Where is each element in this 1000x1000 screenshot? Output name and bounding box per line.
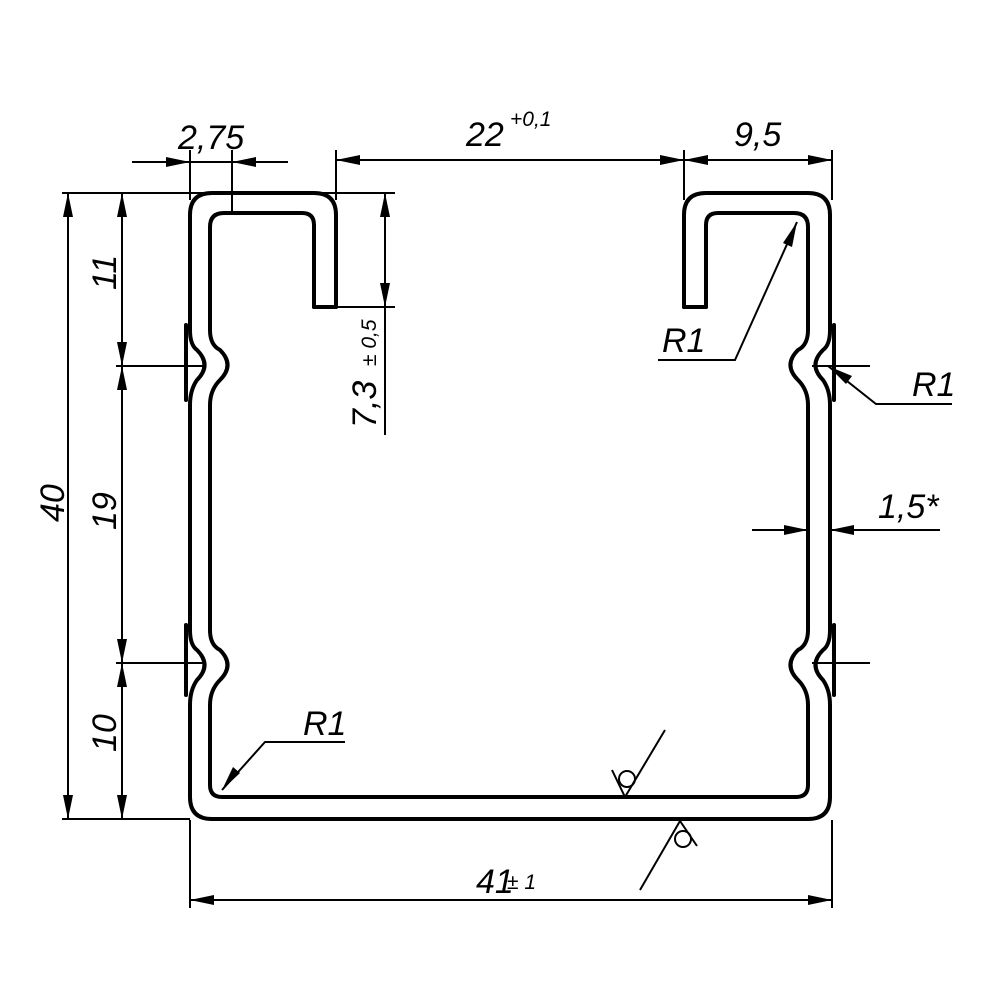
label-radius-top-right: R1 xyxy=(662,322,705,360)
dim-segments: 11 19 10 xyxy=(86,193,127,819)
label-thickness: 1,5* xyxy=(878,488,940,526)
dim-flange-width: 2,75 xyxy=(132,119,288,167)
dim-total-width: 41 ± 1 xyxy=(190,863,832,905)
label-total-width: 41 xyxy=(476,863,514,901)
label-opening: 22 xyxy=(465,116,504,154)
radius-bottom-left: R1 xyxy=(221,705,346,791)
dim-total-height: 40 xyxy=(34,193,73,819)
label-radius-bottom-left: R1 xyxy=(303,705,346,743)
label-radius-right-groove: R1 xyxy=(912,366,955,404)
label-seg-top: 11 xyxy=(86,255,124,290)
dim-right-lip: 9,5 xyxy=(684,116,832,165)
extension-lines xyxy=(62,150,870,908)
label-lip-depth-tol: ± 0,5 xyxy=(358,319,381,366)
surface-finish-symbol-outer xyxy=(639,819,698,891)
radius-top-right: R1 xyxy=(658,221,798,361)
label-seg-bottom: 10 xyxy=(86,714,124,752)
radius-right-groove: R1 xyxy=(827,365,955,405)
profile-inner-contour xyxy=(188,191,832,821)
dim-lip-depth: 7,3 ± 0,5 xyxy=(346,193,390,435)
label-total-height: 40 xyxy=(34,484,72,522)
label-flange-width: 2,75 xyxy=(177,119,244,157)
label-right-lip: 9,5 xyxy=(734,116,781,154)
dim-thickness: 1,5* xyxy=(752,488,940,535)
label-lip-depth: 7,3 xyxy=(346,381,384,428)
profile-outer-contour xyxy=(208,211,810,799)
label-seg-mid: 19 xyxy=(86,492,124,530)
label-opening-tol: +0,1 xyxy=(510,108,551,131)
surface-finish-symbol-inner xyxy=(611,729,666,800)
profile-outline xyxy=(184,191,836,821)
label-total-width-tol: ± 1 xyxy=(507,871,536,894)
dim-opening: 22 +0,1 xyxy=(336,108,684,165)
